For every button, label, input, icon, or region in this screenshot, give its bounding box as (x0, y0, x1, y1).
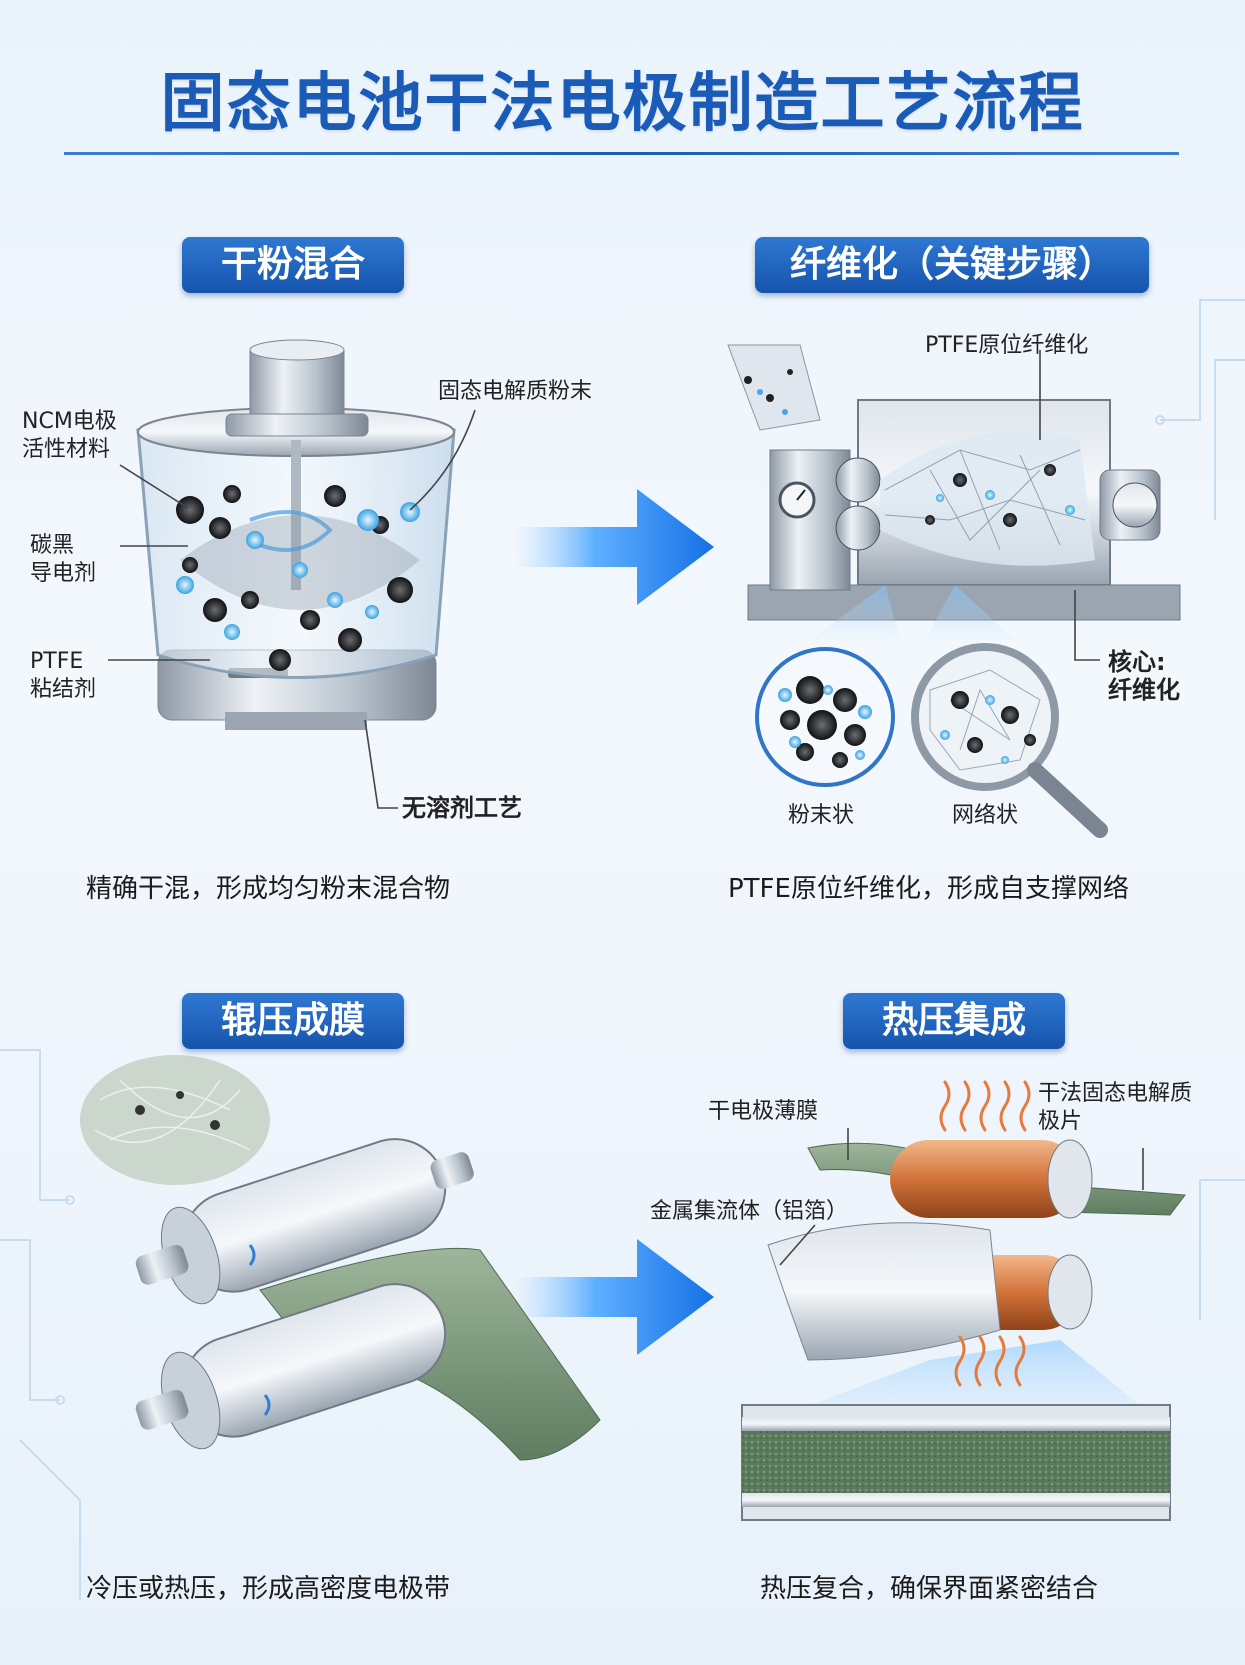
label-powder-state: 粉末状 (788, 803, 855, 828)
label-dry-solid-electrolyte-sheet: 干法固态电解质 极片 (1038, 1081, 1193, 1134)
label-dry-electrode-film: 干电极薄膜 (708, 1099, 819, 1124)
step1-leader-lines (108, 409, 476, 809)
title-divider (64, 152, 1179, 155)
step2-caption: PTFE原位纤维化，形成自支撑网络 (728, 874, 1129, 904)
fibrillation-machine-icon (727, 344, 1181, 640)
step3-badge: 辊压成膜 (182, 993, 404, 1049)
powder-state-icon (755, 647, 895, 787)
step4-caption: 热压复合，确保界面紧密结合 (760, 1574, 1099, 1604)
page-title: 固态电池干法电极制造工艺流程 (160, 67, 1085, 141)
circuit-decoration (0, 299, 1245, 1600)
label-solvent-free: 无溶剂工艺 (402, 794, 522, 822)
heat-wave-icon (939, 1080, 1031, 1387)
magnifier-icon (911, 643, 1108, 838)
mixer-icon (136, 339, 456, 730)
step4-leader-lines (779, 1128, 1144, 1266)
roller-press-icon (80, 1055, 601, 1461)
hot-press-icon (741, 1139, 1186, 1521)
step3-caption: 冷压或热压，形成高密度电极带 (86, 1574, 451, 1604)
step4-badge: 热压集成 (843, 993, 1065, 1049)
label-network-state: 网络状 (952, 803, 1019, 828)
label-core-fibrillation: 核心: 纤维化 (1108, 648, 1180, 704)
step2-badge: 纤维化（关键步骤） (755, 237, 1149, 293)
step1-caption: 精确干混，形成均匀粉末混合物 (86, 874, 451, 904)
label-solid-electrolyte-powder: 固态电解质粉末 (438, 379, 593, 404)
flow-arrow-icon (515, 489, 714, 1355)
label-ncm-material: NCM电极 活性材料 (22, 409, 117, 462)
step1-badge: 干粉混合 (182, 237, 404, 293)
step2-leader-lines (1039, 350, 1100, 661)
label-metal-current-collector: 金属集流体（铝箔） (650, 1199, 849, 1224)
label-ptfe-insitu: PTFE原位纤维化 (925, 333, 1089, 358)
label-ptfe-binder: PTFE 粘结剂 (30, 649, 97, 702)
label-carbon-black: 碳黑 导电剂 (30, 533, 97, 586)
